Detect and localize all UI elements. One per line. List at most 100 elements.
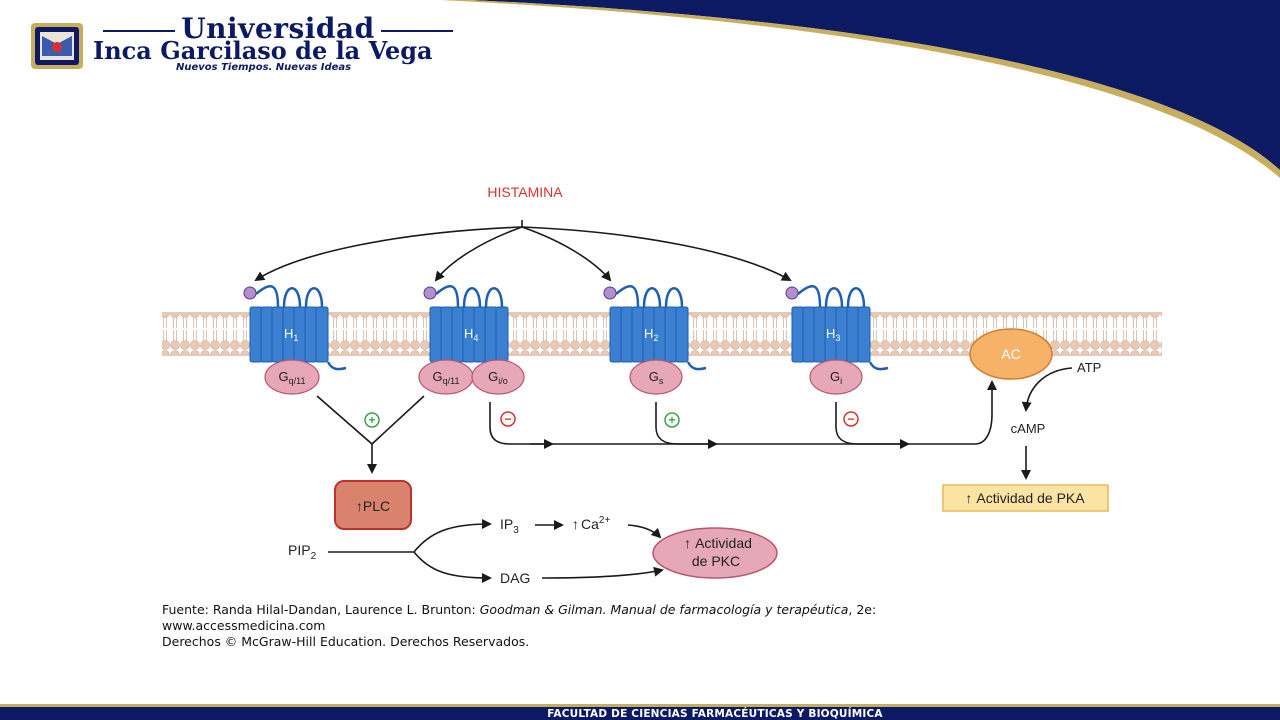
h2-sub: 2 [653, 333, 658, 343]
histamine-receptor-diagram: HISTAMINA H1 [160, 182, 1162, 652]
svg-text:IP3: IP3 [500, 516, 519, 536]
pka-label: Actividad de PKA [976, 490, 1085, 506]
svg-text:Gs: Gs [649, 369, 664, 386]
receptor-h2: H2 [603, 285, 707, 371]
gprotein-h4-gq11: Gq/11 [418, 359, 474, 395]
svg-text:↑Ca2+: ↑Ca2+ [572, 515, 610, 532]
effect-h3-text: − [847, 412, 854, 426]
h1-sub: 1 [293, 333, 298, 343]
university-crest-icon [31, 23, 83, 69]
university-name-line1: Universidad [93, 12, 463, 45]
ac-label: AC [1001, 346, 1020, 362]
arrow-ca-to-pkc [627, 524, 662, 539]
plc-up-arrow: ↑ [356, 498, 363, 514]
caption-rights: Derechos © McGraw-Hill Education. Derech… [162, 634, 530, 649]
h1-g-sub: q/11 [289, 376, 306, 386]
pkc-line2: de PKC [692, 553, 740, 569]
svg-text:↑PLC: ↑PLC [356, 498, 390, 514]
ip3-label: IP [500, 516, 513, 532]
effect-minus-h4: − [500, 411, 516, 427]
h4-g1-sub: q/11 [443, 376, 460, 386]
atp-label: ATP [1077, 360, 1101, 375]
caption-url: www.accessmedicina.com [162, 618, 326, 633]
gprotein-h3-gi: Gi [809, 359, 863, 395]
h4-sub: 4 [473, 333, 478, 343]
svg-text:PIP2: PIP2 [288, 542, 317, 562]
effect-h4-text: − [504, 412, 511, 426]
caption-suffix: , 2e: [848, 602, 877, 617]
svg-text:H2: H2 [644, 326, 658, 343]
arrow-atp-to-camp [1021, 367, 1073, 412]
effect-plus-h2: + [664, 412, 680, 428]
svg-text:Gq/11: Gq/11 [433, 369, 460, 386]
ip3-sub: 3 [513, 525, 519, 536]
plc-box: ↑PLC [334, 480, 412, 530]
svg-text:↑Actividad de PKA: ↑Actividad de PKA [965, 490, 1085, 506]
svg-text:H3: H3 [826, 326, 840, 343]
diagram-canvas: HISTAMINA H1 [162, 184, 1162, 586]
caption-source: Fuente: Randa Hilal-Dandan, Laurence L. … [162, 602, 1152, 618]
arrow-to-h2 [521, 226, 612, 282]
h1-label: H [284, 326, 293, 341]
title-rule-right [380, 29, 453, 32]
svg-text:↑Actividad: ↑Actividad [684, 535, 752, 551]
pkc-up-arrow: ↑ [684, 535, 691, 551]
pka-activity-box: ↑Actividad de PKA [942, 484, 1109, 512]
caption-book-title: Goodman & Gilman. Manual de farmacología… [479, 602, 849, 617]
arrow-to-dag [413, 551, 492, 583]
svg-text:H4: H4 [464, 326, 478, 343]
university-tagline: Nuevos Tiempos. Nuevas Ideas [176, 62, 352, 73]
h3-sub: 3 [835, 333, 840, 343]
footer-bar: FACULTAD DE CIENCIAS FARMACÉUTICAS Y BIO… [0, 704, 1280, 720]
h2-label: H [644, 326, 653, 341]
h2-g-sub: s [659, 376, 664, 386]
arrow-dag-to-pkc [541, 566, 664, 579]
arrow-to-h1 [254, 226, 523, 282]
receptor-h1: H1 [243, 285, 347, 371]
arrow-to-h4 [434, 226, 523, 282]
dag-label: DAG [500, 570, 530, 586]
h3-g-sub: i [840, 376, 842, 386]
ca-up-arrow: ↑ [572, 516, 579, 532]
pathway-to-ac [489, 380, 997, 445]
gprotein-h4-gio: Gi/o [471, 359, 525, 395]
pip2-sub: 2 [311, 551, 317, 562]
faculty-name: FACULTAD DE CIENCIAS FARMACÉUTICAS Y BIO… [547, 708, 883, 720]
h3-g-label: G [830, 369, 840, 384]
svg-text:Gi: Gi [830, 369, 842, 386]
h1-g-label: G [279, 369, 289, 384]
ca-sup: 2+ [599, 515, 611, 526]
svg-text:Gq/11: Gq/11 [279, 369, 306, 386]
title-rule-left [103, 29, 176, 32]
gprotein-h1-gq11: Gq/11 [264, 359, 320, 395]
gprotein-h2-gs: Gs [629, 359, 683, 395]
h4-g2-sub: i/o [498, 376, 508, 386]
arrow-to-h3 [521, 226, 792, 281]
svg-text:H1: H1 [284, 326, 298, 343]
histamina-label: HISTAMINA [487, 184, 563, 200]
effect-plus-h1: + [364, 412, 380, 428]
ca-label: Ca [581, 516, 599, 532]
receptor-h3: H3 [785, 285, 889, 371]
arrow-to-ip3 [413, 519, 492, 553]
adenylyl-cyclase: AC [969, 328, 1053, 380]
receptor-h4: H4 [423, 285, 509, 363]
figure-caption: Fuente: Randa Hilal-Dandan, Laurence L. … [162, 602, 1152, 650]
effect-h1-text: + [368, 413, 375, 427]
caption-prefix: Fuente: Randa Hilal-Dandan, Laurence L. … [162, 602, 480, 617]
h4-label: H [464, 326, 473, 341]
university-name-line2: Inca Garcilaso de la Vega [93, 36, 433, 65]
plc-label: PLC [363, 498, 390, 514]
pip2-label: PIP [288, 542, 311, 558]
university-name-text: Universidad [181, 12, 375, 45]
pkc-line1: Actividad [695, 535, 752, 551]
pka-up-arrow: ↑ [965, 490, 972, 506]
h3-label: H [826, 326, 835, 341]
h4-g2-label: G [488, 369, 498, 384]
h2-g-label: G [649, 369, 659, 384]
camp-label: cAMP [1011, 421, 1046, 436]
effect-h2-text: + [668, 413, 675, 427]
svg-text:Gi/o: Gi/o [488, 369, 508, 386]
